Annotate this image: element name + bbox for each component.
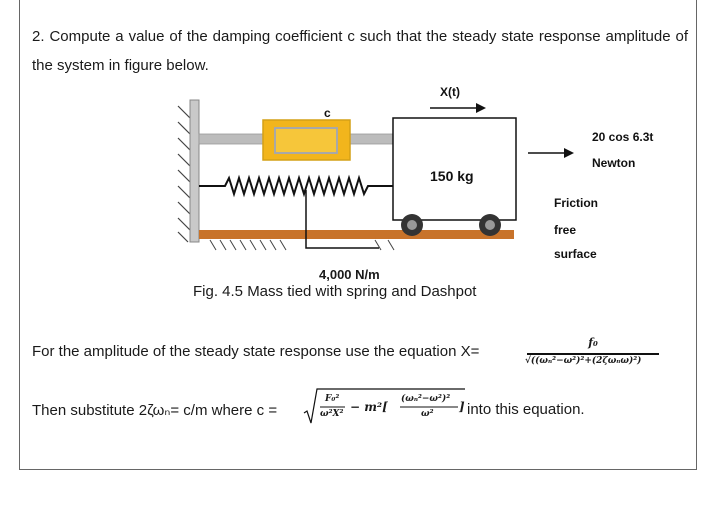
displacement-arrow-icon [430,103,486,113]
mass-label: 150 kg [430,168,474,184]
force-value-label: 20 cos 6.3t [592,130,654,144]
surface-note-line2: free [554,223,577,237]
displacement-label: X(t) [440,85,460,99]
sqrt-frac-numerator: F₀² [325,394,340,404]
sqrt-close-bracket: ] [459,400,465,414]
wheel-left-icon [401,214,423,236]
floor-hatching [209,239,395,251]
damper-label: c [324,106,331,120]
mass-spring-damper-figure: c X(t) 150 kg 20 cos 6.3t Newton Frictio… [150,82,654,272]
fraction-bar [527,353,659,355]
sqrt-inner-denominator: ω² [421,409,434,419]
force-unit-label: Newton [592,156,636,170]
force-arrow-icon [528,148,574,158]
spring-label-leader [305,190,379,249]
mass-block [392,117,517,221]
substitute-suffix-text: into this equation. [467,401,585,418]
sqrt-frac-denominator: ω²X² [320,409,344,419]
amplitude-numerator: f₀ [588,336,598,349]
dashpot-inner [274,127,338,154]
wall [189,99,200,243]
damper-rod-left [198,133,264,145]
amplitude-denominator: √((ωₙ²−ω²)²+(2ζωₙω)²) [525,356,642,366]
sqrt-inner-numerator: (ωₙ²−ω²)² [401,394,451,404]
amplitude-intro-text: For the amplitude of the steady state re… [32,343,480,360]
floor [199,230,514,239]
amplitude-fraction: f₀ √((ωₙ²−ω²)²+(2ζωₙω)²) [525,336,661,384]
radical-sign-icon [303,388,465,424]
wheel-right-icon [479,214,501,236]
question-text: 2. Compute a value of the damping coeffi… [32,28,688,74]
figure-caption: Fig. 4.5 Mass tied with spring and Dashp… [193,283,477,300]
spring-constant-label: 4,000 N/m [319,267,380,282]
substitute-sqrt-expression: F₀² ω²X² − m²[ (ωₙ²−ω²)² ω² ] [303,387,467,427]
question-frame [19,0,697,470]
damper-rod-right [349,133,394,145]
sqrt-minus-term: − m²[ [350,400,388,414]
spring [199,174,393,198]
system-diagram [177,99,574,251]
surface-note-line3: surface [554,247,597,258]
substitute-prefix-text: Then substitute 2ζωₙ= c/m where c = [32,402,278,419]
surface-note-line1: Friction [554,196,598,210]
wall-hatching [177,105,193,243]
